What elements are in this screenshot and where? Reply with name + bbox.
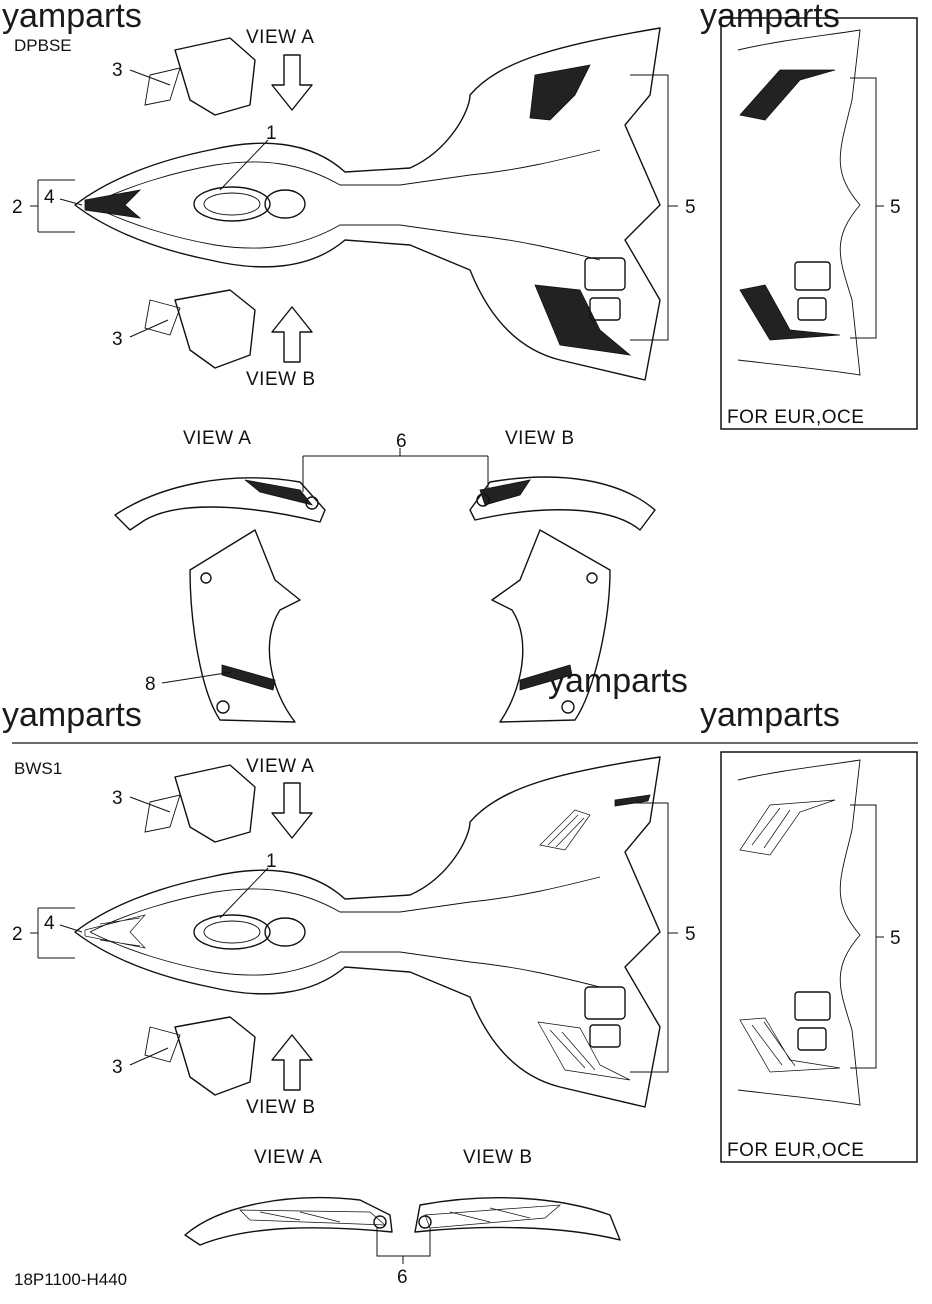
view-b-arrow [271,1034,313,1091]
view-b-label: VIEW B [246,369,316,390]
svg-text:2: 2 [12,197,23,218]
svg-text:6: 6 [396,431,407,452]
callout-3-upper: 3 [112,60,171,86]
side-view-b-label: VIEW B [463,1147,533,1168]
svg-text:6: 6 [397,1267,408,1288]
side-view-a-label: VIEW A [183,428,251,449]
callout-1: 1 [219,123,277,191]
side-panel-view-b [469,476,656,531]
scooter-body-top-view [74,756,661,1108]
scooter-body-top-view [74,27,661,381]
svg-text:5: 5 [890,197,901,218]
svg-text:8: 8 [145,674,156,695]
callout-8: 8 [145,671,233,695]
callout-2: 2 [12,907,75,959]
callout-1: 1 [219,851,277,919]
view-a-label: VIEW A [246,27,314,48]
callout-4: 4 [44,187,83,208]
watermark-mid-left: yamparts [2,696,142,734]
view-a-label: VIEW A [246,756,314,777]
callout-5: 5 [630,802,696,1073]
svg-text:5: 5 [685,924,696,945]
section-dpbse: DPBSE VIEW A VIEW B 1 [12,17,918,723]
watermark-mid-center: yamparts [548,662,688,700]
inner-panel-left [189,529,301,723]
callout-3-lower: 3 [112,319,169,350]
svg-text:4: 4 [44,187,55,208]
callout-6: 6 [376,1228,431,1288]
svg-text:3: 3 [112,60,123,81]
inset-eur-oce: 5 FOR EUR,OCE [720,751,918,1163]
svg-text:3: 3 [112,1057,123,1078]
svg-text:3: 3 [112,788,123,809]
inner-panel-right [491,529,611,723]
svg-text:2: 2 [12,924,23,945]
side-panel-view-a [114,477,326,531]
watermark-top-left: yamparts [2,0,142,35]
svg-text:5: 5 [685,197,696,218]
svg-text:1: 1 [266,851,277,872]
inset-label: FOR EUR,OCE [727,1140,864,1161]
inset-label: FOR EUR,OCE [727,407,864,428]
callout-5: 5 [630,74,696,341]
callout-4: 4 [44,913,83,934]
view-a-arrow [271,54,313,111]
callout-3-upper: 3 [112,788,171,813]
side-view-a-label: VIEW A [254,1147,322,1168]
svg-text:5: 5 [890,928,901,949]
callout-6: 6 [302,431,489,492]
section-bws1: BWS1 VIEW A VIEW B 1 [12,751,918,1288]
part-number: 18P1100-H440 [14,1270,127,1289]
side-view-b-label: VIEW B [505,428,575,449]
svg-text:1: 1 [266,123,277,144]
side-panel-view-a [184,1197,393,1246]
view-a-arrow [271,782,313,839]
svg-text:4: 4 [44,913,55,934]
section-code: DPBSE [14,36,72,55]
watermark-mid-right: yamparts [700,696,840,734]
view-b-label: VIEW B [246,1097,316,1118]
side-panel-view-b [414,1197,621,1241]
inset-eur-oce: 5 FOR EUR,OCE [720,17,918,430]
callout-2: 2 [12,179,75,233]
callout-3-lower: 3 [112,1047,169,1078]
view-b-arrow [271,306,313,363]
section-code: BWS1 [14,759,62,778]
svg-text:3: 3 [112,329,123,350]
